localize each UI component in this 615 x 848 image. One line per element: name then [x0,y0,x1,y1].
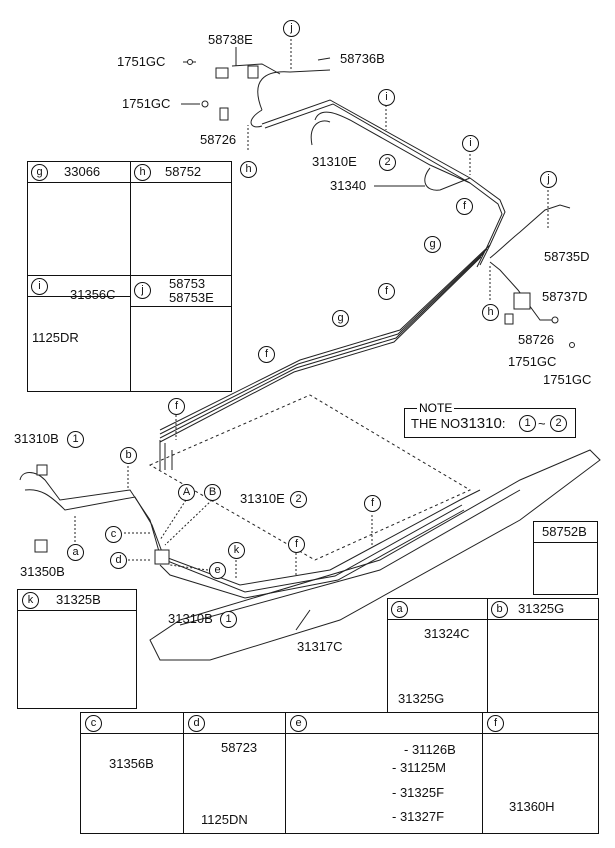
callout-i-top: i [378,89,395,106]
box-58752B: 58752B [533,521,598,595]
box-a-letter: a [391,601,408,618]
callout-f-5: f [364,495,381,512]
part-58735D: 58735D [544,249,590,264]
box-c-code: 31356B [109,756,154,771]
callout-e: e [209,562,226,579]
box-a-code2: 31325G [398,691,445,706]
box-h-code: 58752 [165,164,202,179]
part-31317C: 31317C [297,639,343,654]
part-1751GC-a: 1751GC [117,54,166,69]
box-e-c2: - 31125M [392,760,446,775]
box-b-letter: b [491,601,508,618]
part-31310E-top: 31310E [312,154,357,169]
box-j-letter: j [134,282,151,299]
callout-d: d [110,552,127,569]
part-1751GC-d: 1751GC [543,372,592,387]
box-f-letter: f [487,715,504,732]
callout-f-4: f [168,398,185,415]
box-e-c3: - 31325F [392,785,445,800]
box-g: g 33066 [27,161,132,277]
box-j-code1: 58753 [169,276,206,291]
part-58726-a: 58726 [200,132,237,147]
part-31310E-mid: 31310E [240,491,285,506]
box-i: i 31356C 1125DR [27,275,132,392]
part-31310B-bottom: 31310B [168,611,213,626]
callout-B: B [204,484,221,501]
box-d-code1: 58723 [221,740,258,755]
callout-A: A [178,484,195,501]
box-i-code: 31356C [70,287,116,302]
box-e-letter: e [290,715,307,732]
box-d-letter: d [188,715,205,732]
box-k: k 31325B [17,589,137,709]
callout-one-left: 1 [67,431,84,448]
callout-one-bottom: 1 [220,611,237,628]
box-a: a 31324C 31325G [387,598,489,714]
part-31310B-left: 31310B [14,431,59,446]
callout-c: c [105,526,122,543]
callout-b: b [120,447,137,464]
callout-f-3: f [258,346,275,363]
part-58726-b: 58726 [518,332,555,347]
box-a-code1: 31324C [424,626,470,641]
box-b-code: 31325G [518,601,565,616]
callout-k: k [228,542,245,559]
part-58738E: 58738E [208,32,253,47]
box-j: j 58753 58753E [130,275,232,392]
box-g-code: 33066 [64,164,101,179]
part-58737D: 58737D [542,289,588,304]
box-i-letter: i [31,278,48,295]
callout-f-1: f [456,198,473,215]
box-b: b 31325G [487,598,599,714]
box-f: f 31360H [482,712,599,834]
callout-g-2: g [332,310,349,327]
callout-i-right: i [462,135,479,152]
callout-j-right: j [540,171,557,188]
box-e-c1: - 31126B [404,742,456,757]
box-c-letter: c [85,715,102,732]
note-title: NOTE [417,401,455,415]
box-k-code: 31325B [56,592,101,607]
callout-h-right: h [482,304,499,321]
callout-two-top: 2 [379,154,396,171]
box-k-letter: k [22,592,39,609]
callout-j-top: j [283,20,300,37]
part-58736B: 58736B [340,51,385,66]
box-g-letter: g [31,164,48,181]
box-58752B-code: 58752B [542,524,587,539]
part-1751GC-c: 1751GC [508,354,557,369]
box-j-code2: 58753E [169,290,214,305]
part-31350B: 31350B [20,564,65,579]
callout-f-6: f [288,536,305,553]
callout-two-mid: 2 [290,491,307,508]
box-e-c4: - 31327F [392,809,445,824]
box-h: h 58752 [130,161,232,277]
part-31340: 31340 [330,178,367,193]
note-range-sep: ~ [538,416,546,431]
box-f-code: 31360H [509,799,555,814]
part-1751GC-b: 1751GC [122,96,171,111]
box-e: e - 31126B - 31125M - 31325F - 31327F [285,712,484,834]
box-h-letter: h [134,164,151,181]
callout-f-2: f [378,283,395,300]
callout-a: a [67,544,84,561]
callout-g-1: g [424,236,441,253]
note-range-end: 2 [550,415,567,432]
box-d-code2: 1125DN [201,812,248,827]
note-text: THE NO31310: [411,415,506,432]
note-range-start: 1 [519,415,536,432]
note-box: NOTE THE NO31310: 1 ~ 2 [404,401,576,438]
box-i-sub: 1125DR [32,330,79,345]
callout-h-top: h [240,161,257,178]
box-d: d 58723 1125DN [183,712,287,834]
box-c: c 31356B [80,712,185,834]
